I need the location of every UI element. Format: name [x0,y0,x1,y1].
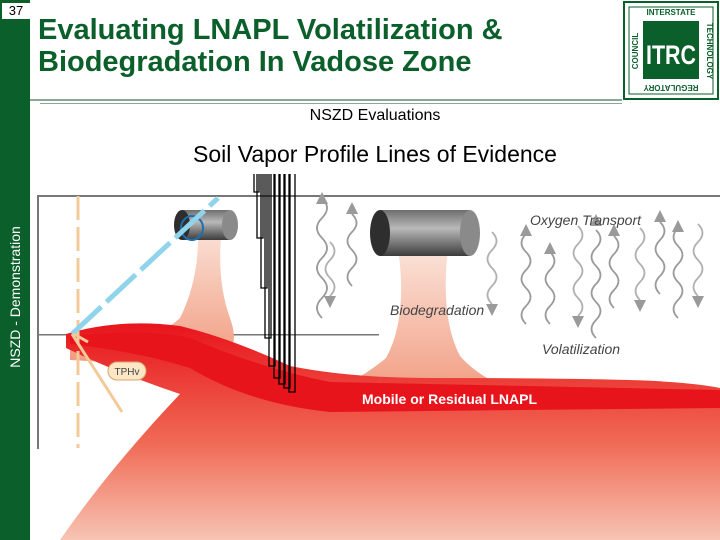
title-divider [30,99,622,101]
section-subtitle: NSZD Evaluations [30,107,720,125]
logo-left-text: COUNCIL [631,33,640,70]
logo-center-text: ITRC [646,40,696,70]
nszd-diagram: Oxygen Transport Biodegradation Volatili… [30,168,720,540]
logo-top-text: INTERSTATE [646,8,696,17]
sidebar-label: NSZD - Demonstration [4,212,26,382]
ground-surface-line [37,195,720,197]
title-line-1: Evaluating LNAPL Volatilization & [38,14,618,46]
slide-title: Evaluating LNAPL Volatilization & Biodeg… [38,14,618,78]
lnapl-label: Mobile or Residual LNAPL [362,391,537,407]
oxygen-transport-label: Oxygen Transport [530,212,642,228]
title-line-2: Biodegradation In Vadose Zone [38,46,618,78]
profile-axis [37,195,39,449]
slide-number: 37 [2,3,30,19]
tph-badge-label: TPHv [115,367,140,378]
title-divider-thin [40,103,622,104]
arrow-heads [316,192,704,328]
biodegradation-label: Biodegradation [390,302,484,318]
sampling-well-large [370,210,480,256]
logo-right-text: TECHNOLOGY [705,23,714,80]
diagram-heading: Soil Vapor Profile Lines of Evidence [30,141,720,168]
itrc-logo: INTERSTATE REGULATORY COUNCIL TECHNOLOGY… [623,1,719,100]
sidebar: 37 NSZD - Demonstration [0,0,30,540]
logo-bottom-text: REGULATORY [643,83,699,92]
volatilization-label: Volatilization [542,341,620,357]
